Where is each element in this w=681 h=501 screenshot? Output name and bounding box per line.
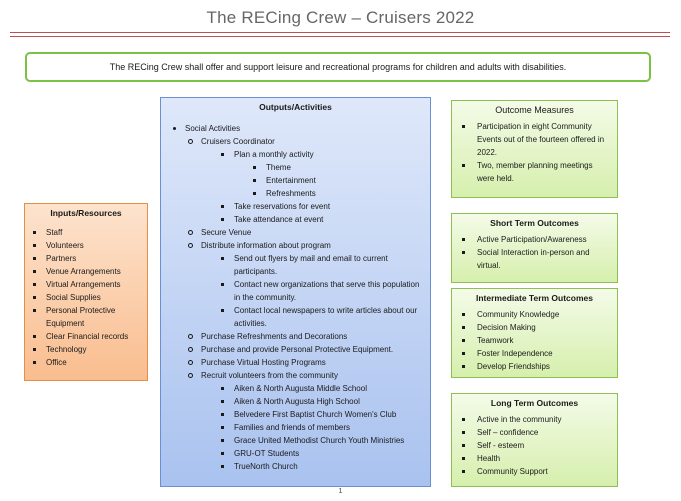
list-item: Send out flyers by mail and email to cur… [219,252,422,278]
list-item: Take attendance at event [219,213,422,226]
list-item: Personal Protective Equipment [31,304,141,330]
list-item: Aiken & North Augusta Middle School [219,382,422,395]
list-item: Active in the community [460,413,609,426]
page-number: 1 [338,488,343,495]
intermediate-term-list: Community Knowledge Decision Making Team… [460,308,609,373]
list-item: Technology [31,343,141,356]
list-item: Families and friends of members [219,421,422,434]
list-item: GRU-OT Students [219,447,422,460]
list-item: Entertainment [251,174,422,187]
short-term-outcomes-box: Short Term Outcomes Active Participation… [451,213,618,283]
list-item: Develop Friendships [460,360,609,373]
list-item: Venue Arrangements [31,265,141,278]
list-item: Office [31,356,141,369]
coordinator-label: Cruisers Coordinator [201,137,275,146]
list-item: Aiken & North Augusta High School [219,395,422,408]
list-item: Refreshments [251,187,422,200]
list-item: Purchase Refreshments and Decorations [185,330,422,343]
list-item: Distribute information about program Sen… [185,239,422,330]
page-title: The RECing Crew – Cruisers 2022 [206,8,475,27]
plan-label: Plan a monthly activity [234,150,314,159]
title-rule [10,32,670,33]
list-item: Contact new organizations that serve thi… [219,278,422,304]
intermediate-term-heading: Intermediate Term Outcomes [476,293,593,303]
list-item: Social Supplies [31,291,141,304]
outcome-measures-heading: Outcome Measures [495,105,574,115]
list-item: Self - esteem [460,439,609,452]
outputs-heading: Outputs/Activities [259,102,332,112]
outputs-activities-box: Outputs/Activities Social Activities Cru… [160,97,431,487]
intermediate-term-outcomes-box: Intermediate Term Outcomes Community Kno… [451,288,618,378]
inputs-heading: Inputs/Resources [50,208,122,218]
outcome-measures-box: Outcome Measures Participation in eight … [451,100,618,198]
inputs-list: Staff Volunteers Partners Venue Arrangem… [31,226,141,369]
list-item: Recruit volunteers from the community Ai… [185,369,422,473]
list-item: Active Participation/Awareness [460,233,609,246]
long-term-list: Active in the community Self – confidenc… [460,413,609,478]
short-term-list: Active Participation/Awareness Social In… [460,233,609,272]
list-item: Health [460,452,609,465]
list-item: Volunteers [31,239,141,252]
title-rule-thin [10,36,670,37]
list-item: Social Interaction in-person and virtual… [460,246,609,272]
mission-statement: The RECing Crew shall offer and support … [25,52,651,82]
long-term-outcomes-box: Long Term Outcomes Active in the communi… [451,393,618,487]
outputs-list: Social Activities Cruisers Coordinator P… [169,122,422,473]
list-item: Teamwork [460,334,609,347]
list-item: Staff [31,226,141,239]
list-item: TrueNorth Church [219,460,422,473]
list-item: Virtual Arrangements [31,278,141,291]
list-item: Theme [251,161,422,174]
list-item: Two, member planning meetings were held. [460,159,609,185]
coordinator-tasks: Plan a monthly activity Theme Entertainm… [219,148,422,226]
plan-items: Theme Entertainment Refreshments [251,161,422,200]
list-item: Clear Financial records [31,330,141,343]
recruit-label: Recruit volunteers from the community [201,371,338,380]
outputs-sublist: Cruisers Coordinator Plan a monthly acti… [185,135,422,473]
list-item: Community Support [460,465,609,478]
distribute-label: Distribute information about program [201,241,331,250]
list-item: Participation in eight Community Events … [460,120,609,159]
list-item: Grace United Methodist Church Youth Mini… [219,434,422,447]
list-item: Foster Independence [460,347,609,360]
inputs-resources-box: Inputs/Resources Staff Volunteers Partne… [24,203,148,381]
social-activities-label: Social Activities [185,124,241,133]
list-item: Plan a monthly activity Theme Entertainm… [219,148,422,200]
list-item: Partners [31,252,141,265]
list-item: Purchase Virtual Hosting Programs [185,356,422,369]
list-item: Self – confidence [460,426,609,439]
list-item: Secure Venue [185,226,422,239]
list-item: Take reservations for event [219,200,422,213]
distribute-items: Send out flyers by mail and email to cur… [219,252,422,330]
long-term-heading: Long Term Outcomes [490,398,579,408]
list-item: Community Knowledge [460,308,609,321]
short-term-heading: Short Term Outcomes [490,218,579,228]
list-item: Purchase and provide Personal Protective… [185,343,422,356]
outcome-measures-list: Participation in eight Community Events … [460,120,609,185]
list-item: Contact local newspapers to write articl… [219,304,422,330]
recruit-items: Aiken & North Augusta Middle School Aike… [219,382,422,473]
list-item: Decision Making [460,321,609,334]
list-item: Belvedere First Baptist Church Women's C… [219,408,422,421]
list-item: Social Activities Cruisers Coordinator P… [169,122,422,473]
list-item: Cruisers Coordinator Plan a monthly acti… [185,135,422,226]
